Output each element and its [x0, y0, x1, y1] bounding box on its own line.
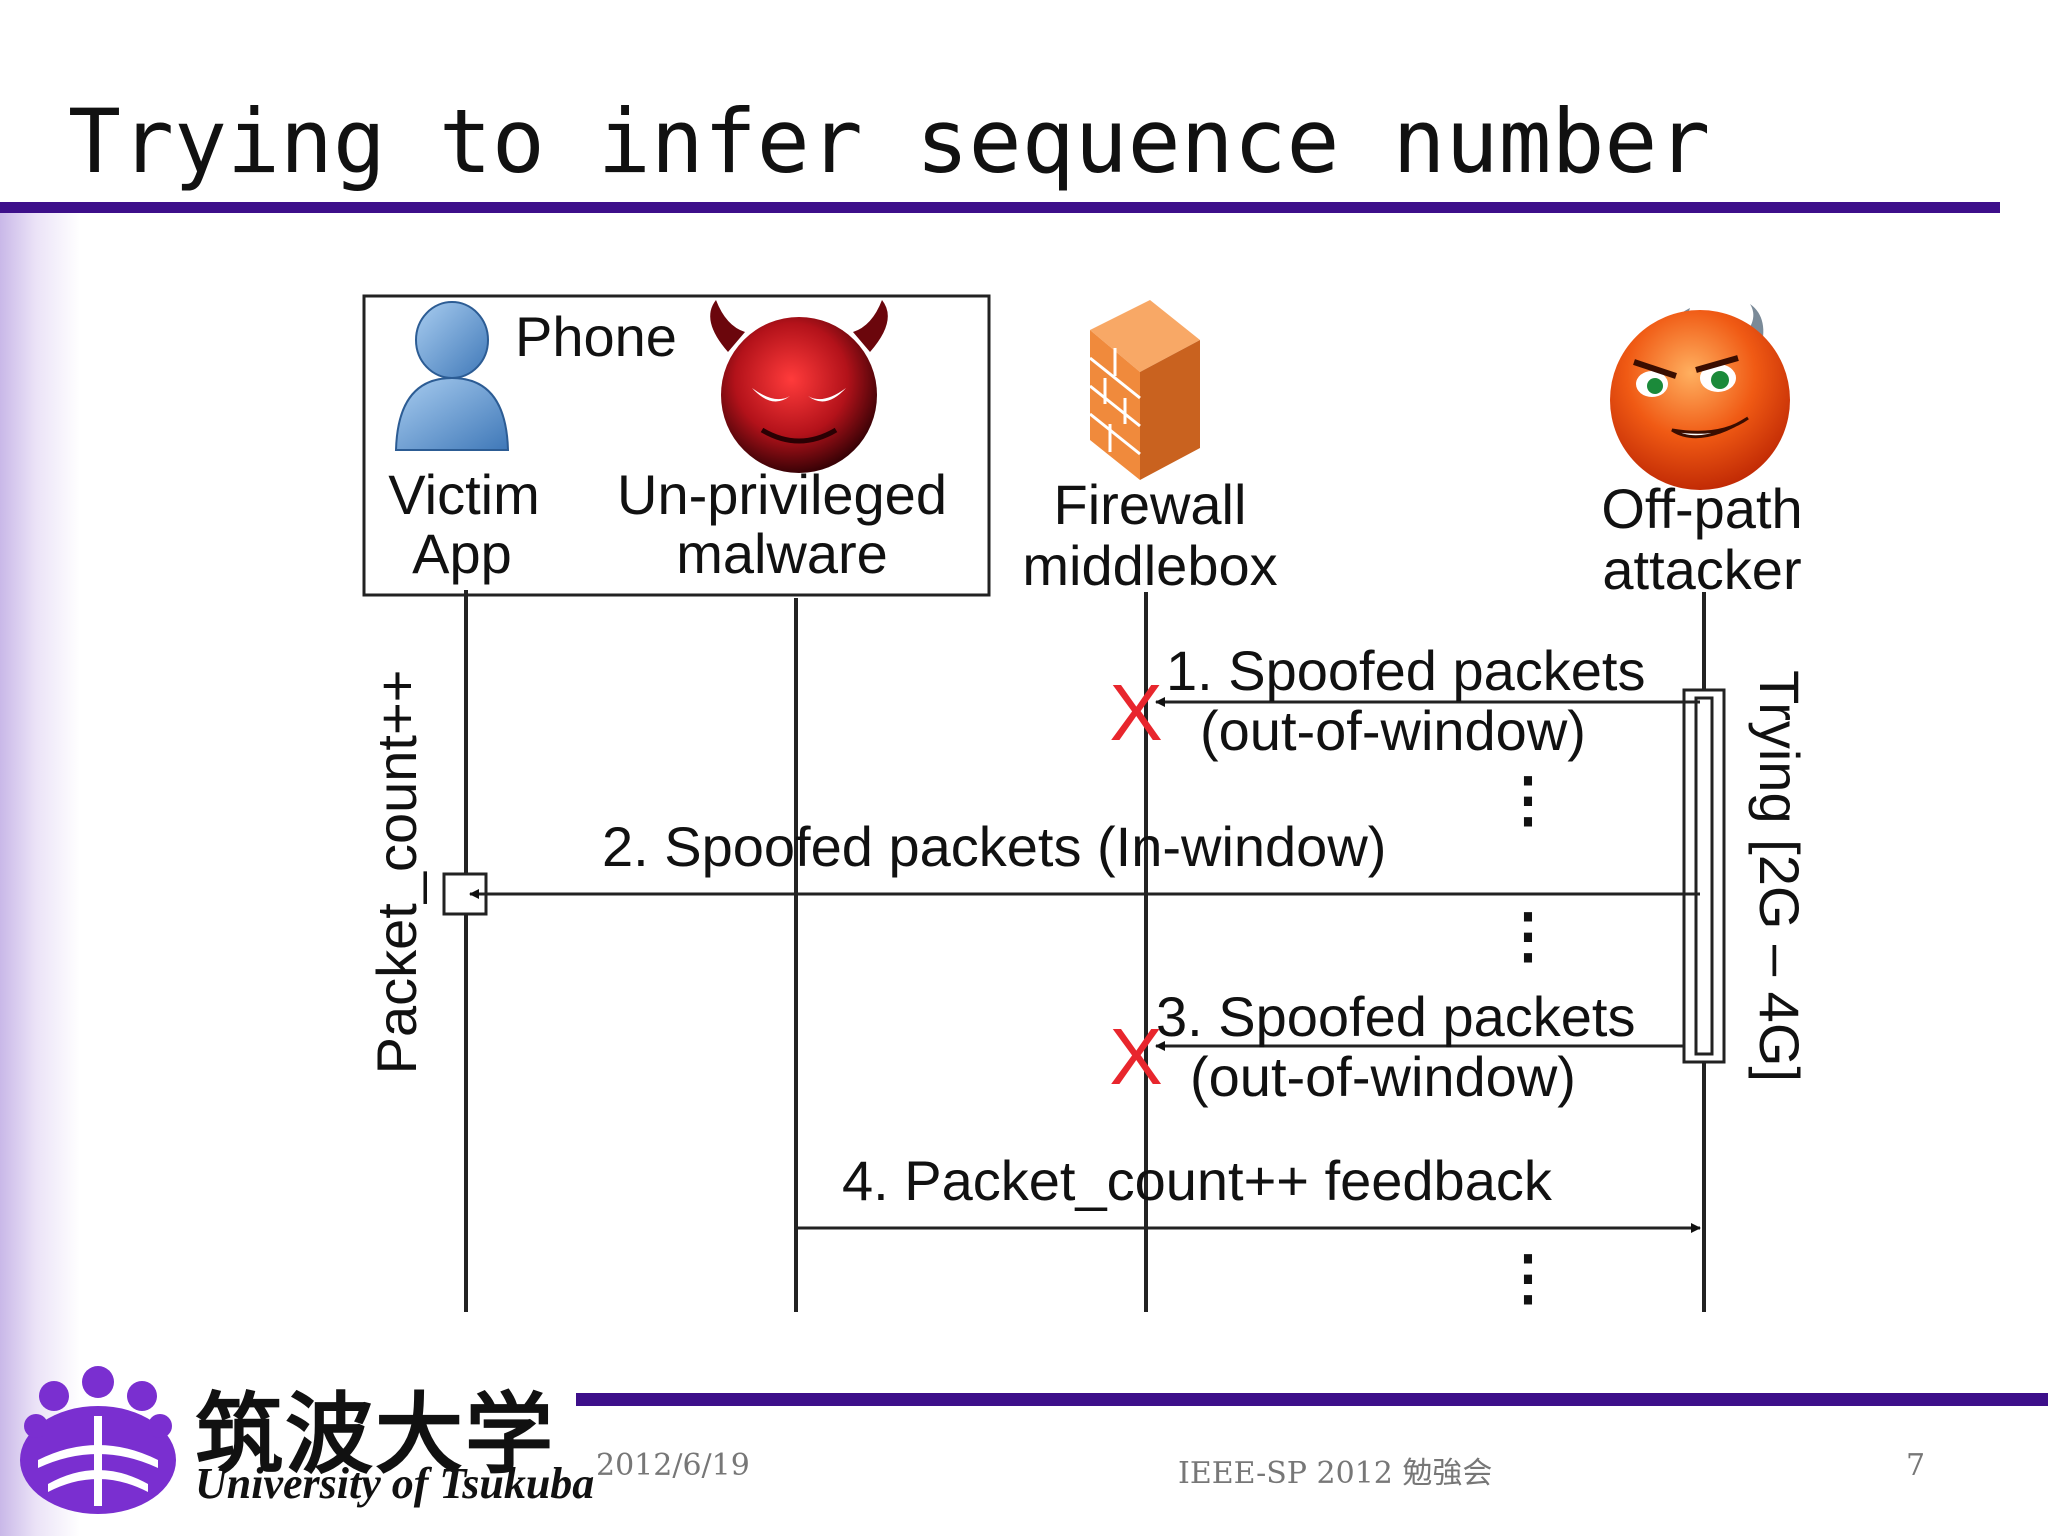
attacker-label-line2: attacker — [1602, 538, 1801, 601]
title-divider — [0, 202, 2000, 213]
person-icon — [394, 301, 510, 451]
message-2: 2. Spoofed packets (In-window) — [469, 815, 1700, 899]
message-2-label: 2. Spoofed packets (In-window) — [602, 815, 1386, 878]
message-4-label: 4. Packet_count++ feedback — [842, 1149, 1553, 1212]
message-1-line1: 1. Spoofed packets — [1166, 639, 1645, 702]
devil-malware-icon — [710, 300, 888, 473]
slide-title: Trying to infer sequence number — [68, 90, 1711, 193]
firewall-icon — [1089, 300, 1200, 480]
firewall-label-line1: Firewall — [1054, 473, 1247, 536]
footer-date: 2012/6/19 — [596, 1448, 750, 1483]
message-3-line1: 3. Spoofed packets — [1156, 985, 1635, 1048]
message-3-line2: (out-of-window) — [1190, 1045, 1576, 1108]
attacker-label-line1: Off-path — [1601, 477, 1802, 540]
page-number: 7 — [1906, 1448, 1926, 1483]
phone-box — [362, 294, 991, 597]
actor-labels: Victim App Un-privileged malware Firewal… — [388, 463, 1802, 601]
message-4: 4. Packet_count++ feedback — [798, 1149, 1701, 1233]
victim-label-line2: App — [412, 522, 512, 585]
devil-attacker-icon — [1610, 304, 1790, 490]
footer-event: IEEE-SP 2012 勉強会 — [1178, 1456, 1493, 1491]
malware-label-line1: Un-privileged — [617, 463, 947, 526]
message-1: 1. Spoofed packets (out-of-window) X — [1109, 639, 1700, 762]
university-crest-icon — [20, 1366, 176, 1514]
attacker-activation — [1682, 688, 1726, 1064]
victim-label-line1: Victim — [388, 463, 539, 526]
ellipses: ⋮ ⋮ ⋮ — [1498, 766, 1558, 1311]
attacker-range-label: Trying [2G – 4G] — [1748, 670, 1811, 1082]
message-3: 3. Spoofed packets (out-of-window) X — [1109, 985, 1684, 1108]
university-logo-english: University of Tsukuba — [195, 1459, 595, 1508]
message-1-line2: (out-of-window) — [1200, 699, 1586, 762]
drop-mark-1: X — [1109, 668, 1162, 757]
malware-label-line2: malware — [676, 522, 888, 585]
ellipsis-1: ⋮ — [1498, 766, 1558, 833]
firewall-label-line2: middlebox — [1022, 534, 1277, 597]
victim-counter-label: Packet_count++ — [365, 670, 428, 1075]
side-gradient — [0, 213, 80, 1536]
drop-mark-2: X — [1109, 1012, 1162, 1101]
footer-divider — [576, 1393, 2048, 1406]
ellipsis-2: ⋮ — [1498, 902, 1558, 969]
phone-label: Phone — [515, 305, 677, 368]
ellipsis-3: ⋮ — [1498, 1244, 1558, 1311]
university-logo-japanese: 筑波大学 — [195, 1382, 556, 1486]
